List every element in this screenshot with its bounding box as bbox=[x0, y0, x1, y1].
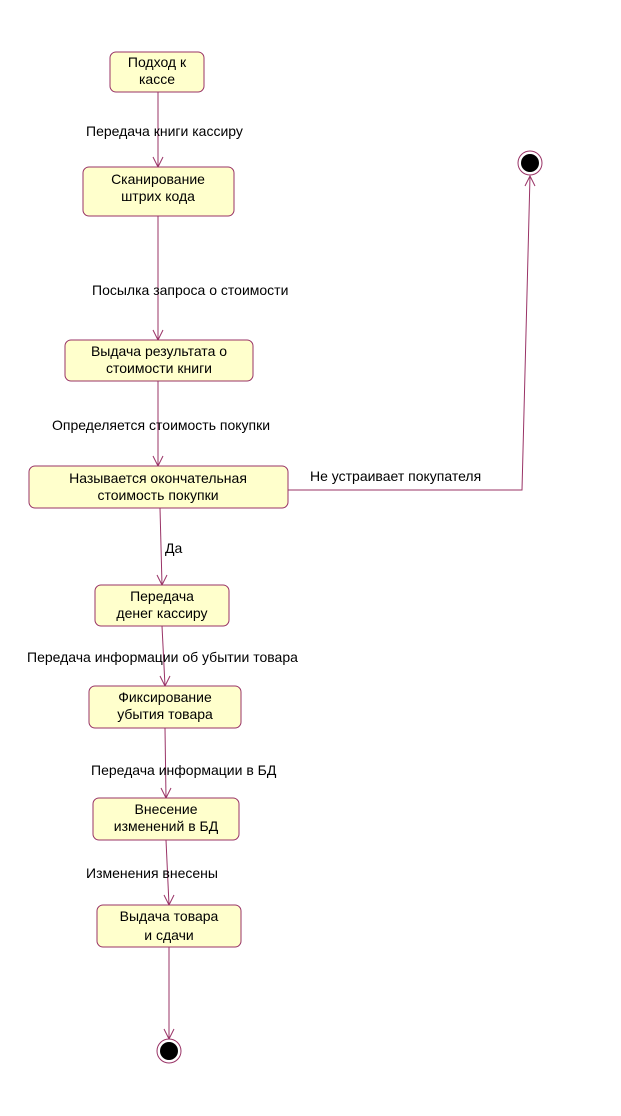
transition-scan-to-result bbox=[152, 216, 164, 342]
state-price-result-line-2: стоимости книги bbox=[106, 360, 212, 376]
transition-label-7: Передача информации в БД bbox=[91, 762, 277, 778]
state-handover-line-1: Выдача товара bbox=[120, 908, 219, 924]
state-db-update-line-1: Внесение bbox=[135, 801, 198, 817]
state-fixation-line-2: убытия товара bbox=[117, 706, 213, 722]
transition-label-4: Не устраивает покупателя bbox=[310, 468, 481, 484]
state-barcode-scan-line-1: Сканирование bbox=[111, 171, 205, 187]
state-price-result-line-1: Выдача результата о bbox=[91, 343, 227, 359]
transition-label-5: Да bbox=[165, 540, 182, 556]
state-fixation-line-1: Фиксирование bbox=[118, 689, 212, 705]
transition-final-price-to-end bbox=[288, 174, 536, 491]
state-final-price: Называется окончательная стоимость покуп… bbox=[28, 465, 289, 509]
state-approach-cashier-line-1: Подход к bbox=[128, 54, 187, 70]
state-handover: Выдача товара и сдачи bbox=[96, 904, 242, 948]
state-barcode-scan-line-2: штрих кода bbox=[121, 188, 195, 204]
final-state-top bbox=[517, 150, 543, 176]
state-barcode-scan: Сканирование штрих кода bbox=[82, 166, 235, 217]
state-db-update: Внесение изменений в БД bbox=[92, 797, 240, 841]
state-fixation: Фиксирование убытия товара bbox=[88, 685, 242, 729]
transition-label-3: Определяется стоимость покупки bbox=[52, 417, 270, 433]
transition-label-8: Изменения внесены bbox=[86, 865, 218, 881]
state-payment-line-1: Передача bbox=[130, 588, 194, 604]
state-payment: Передача денег кассиру bbox=[94, 584, 230, 627]
state-approach-cashier-line-2: кассе bbox=[139, 71, 175, 87]
state-final-price-line-1: Называется окончательная bbox=[69, 470, 247, 486]
state-approach-cashier: Подход к кассе bbox=[109, 51, 205, 93]
transition-label-2: Посылка запроса о стоимости bbox=[92, 282, 288, 298]
transition-handover-to-end bbox=[163, 947, 175, 1041]
state-payment-line-2: денег кассиру bbox=[116, 605, 207, 621]
transition-label-6: Передача информации об убытии товара bbox=[27, 649, 298, 665]
final-state-bottom bbox=[156, 1038, 182, 1064]
transition-label-1: Передача книги кассиру bbox=[86, 123, 243, 139]
state-price-result: Выдача результата о стоимости книги bbox=[64, 339, 254, 382]
state-final-price-line-2: стоимость покупки bbox=[97, 487, 218, 503]
state-db-update-line-2: изменений в БД bbox=[114, 818, 219, 834]
state-handover-line-2: и сдачи bbox=[144, 927, 193, 943]
